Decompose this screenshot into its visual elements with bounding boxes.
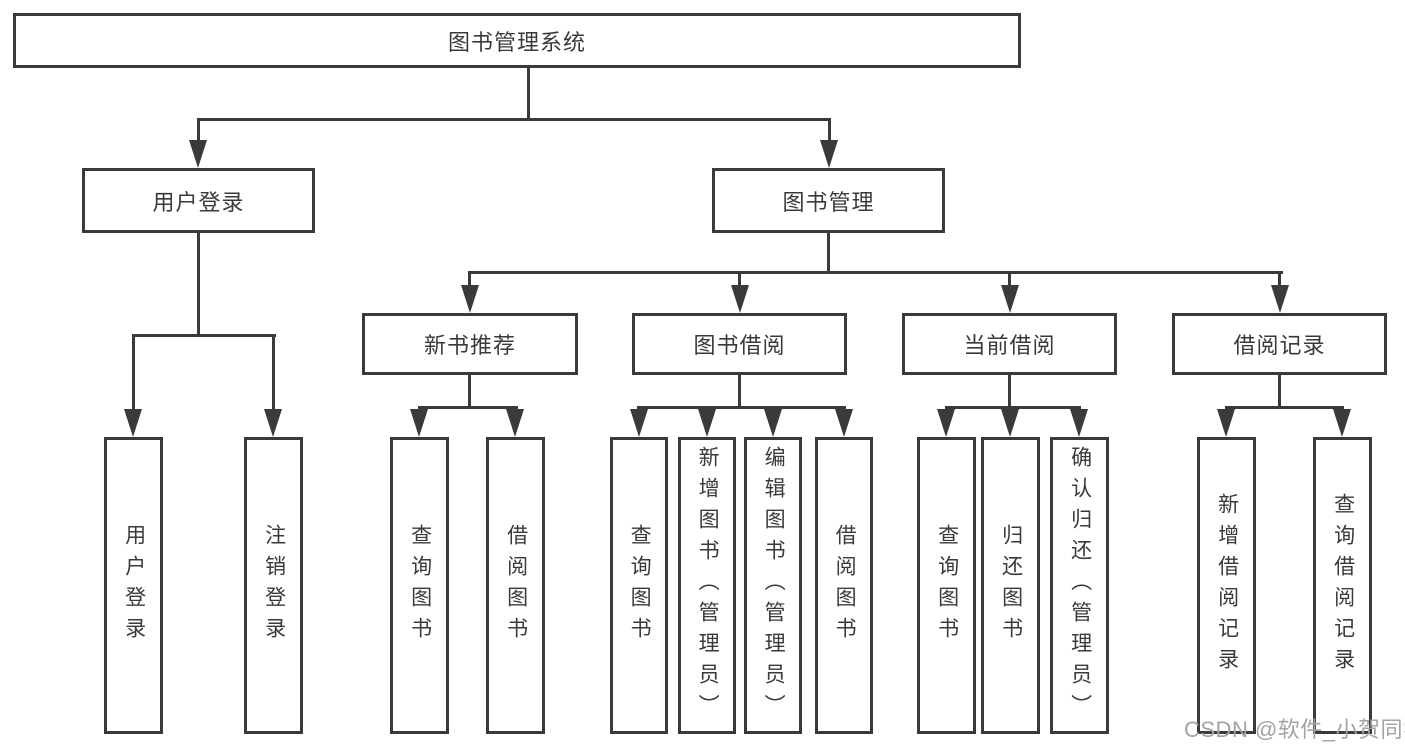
connector-line [468,271,471,287]
connector-line [132,334,135,410]
node-book-management-label: 图书管理 [782,189,875,215]
leaf-user-login-label: 用户登录 [122,523,146,648]
arrowhead-icon [1001,409,1019,437]
node-new-book-recommend-label: 新书推荐 [423,333,516,358]
leaf-query-books-current-label: 查询图书 [935,523,959,648]
arrowhead-icon [1217,409,1235,437]
leaf-edit-book-admin: 编辑图书（管理员） [744,437,802,734]
arrowhead-icon [1271,285,1289,313]
arrowhead-icon [764,409,782,437]
node-book-borrow-label: 图书借阅 [693,333,786,358]
leaf-confirm-return-admin: 确认归还（管理员） [1050,437,1109,734]
leaf-add-book-admin-label: 新增图书（管理员） [696,446,720,725]
connector-line [197,118,200,143]
node-new-book-recommend: 新书推荐 [362,313,578,375]
connector-line [1225,406,1344,409]
arrowhead-icon [1333,409,1351,437]
arrowhead-icon [630,409,648,437]
connector-line [272,334,275,410]
connector-line [1278,375,1281,408]
connector-line [945,406,1081,409]
connector-line [197,118,831,121]
leaf-borrow-books-borrow-label: 借阅图书 [833,523,857,648]
connector-line [1008,375,1011,408]
leaf-query-books-current: 查询图书 [917,437,976,734]
connector-line [468,271,1283,274]
leaf-add-book-admin: 新增图书（管理员） [678,437,736,734]
node-borrow-records-label: 借阅记录 [1233,333,1326,358]
connector-line [197,233,200,336]
leaf-query-books-recommend: 查询图书 [390,437,449,734]
leaf-return-books-label: 归还图书 [999,523,1023,648]
leaf-borrow-books-recommend: 借阅图书 [486,437,545,734]
node-user-login-label: 用户登录 [152,189,245,215]
arrowhead-icon [820,140,838,168]
leaf-query-borrow-record: 查询借阅记录 [1313,437,1372,734]
connector-line [738,375,741,408]
node-library-system: 图书管理系统 [13,13,1021,68]
leaf-query-books-recommend-label: 查询图书 [408,523,432,648]
leaf-user-login: 用户登录 [104,437,163,734]
node-current-borrow: 当前借阅 [902,313,1117,375]
leaf-edit-book-admin-label: 编辑图书（管理员） [762,446,786,725]
arrowhead-icon [461,285,479,313]
arrowhead-icon [189,140,207,168]
arrowhead-icon [124,409,142,437]
watermark: CSDN @软件_小贺同学 [1184,717,1405,742]
node-book-management: 图书管理 [712,168,945,233]
leaf-query-borrow-record-label: 查询借阅记录 [1331,492,1355,679]
arrowhead-icon [835,409,853,437]
node-library-system-label: 图书管理系统 [447,29,586,55]
connector-line [527,67,530,120]
leaf-borrow-books-borrow: 借阅图书 [815,437,873,734]
connector-line [827,233,830,273]
connector-line [828,118,831,143]
arrowhead-icon [1070,409,1088,437]
connector-line [418,406,518,409]
arrowhead-icon [731,285,749,313]
connector-line [132,334,276,337]
arrowhead-icon [937,409,955,437]
leaf-query-books-borrow-label: 查询图书 [628,523,652,648]
node-borrow-records: 借阅记录 [1172,313,1387,375]
leaf-borrow-books-recommend-label: 借阅图书 [504,523,528,648]
connector-line [468,375,471,408]
arrowhead-icon [264,409,282,437]
leaf-return-books: 归还图书 [981,437,1040,734]
leaf-add-borrow-record: 新增借阅记录 [1197,437,1256,734]
connector-line [637,406,846,409]
leaf-add-borrow-record-label: 新增借阅记录 [1215,492,1239,679]
arrowhead-icon [1001,285,1019,313]
connector-line [1278,271,1281,287]
arrowhead-icon [506,409,524,437]
leaf-logout-label: 注销登录 [262,523,286,648]
connector-line [738,271,741,287]
node-user-login: 用户登录 [82,168,315,233]
arrowhead-icon [410,409,428,437]
arrowhead-icon [698,409,716,437]
node-book-borrow: 图书借阅 [632,313,847,375]
leaf-logout: 注销登录 [244,437,303,734]
node-current-borrow-label: 当前借阅 [963,333,1056,358]
leaf-query-books-borrow: 查询图书 [610,437,668,734]
leaf-confirm-return-admin-label: 确认归还（管理员） [1068,446,1092,725]
connector-line [1008,271,1011,287]
